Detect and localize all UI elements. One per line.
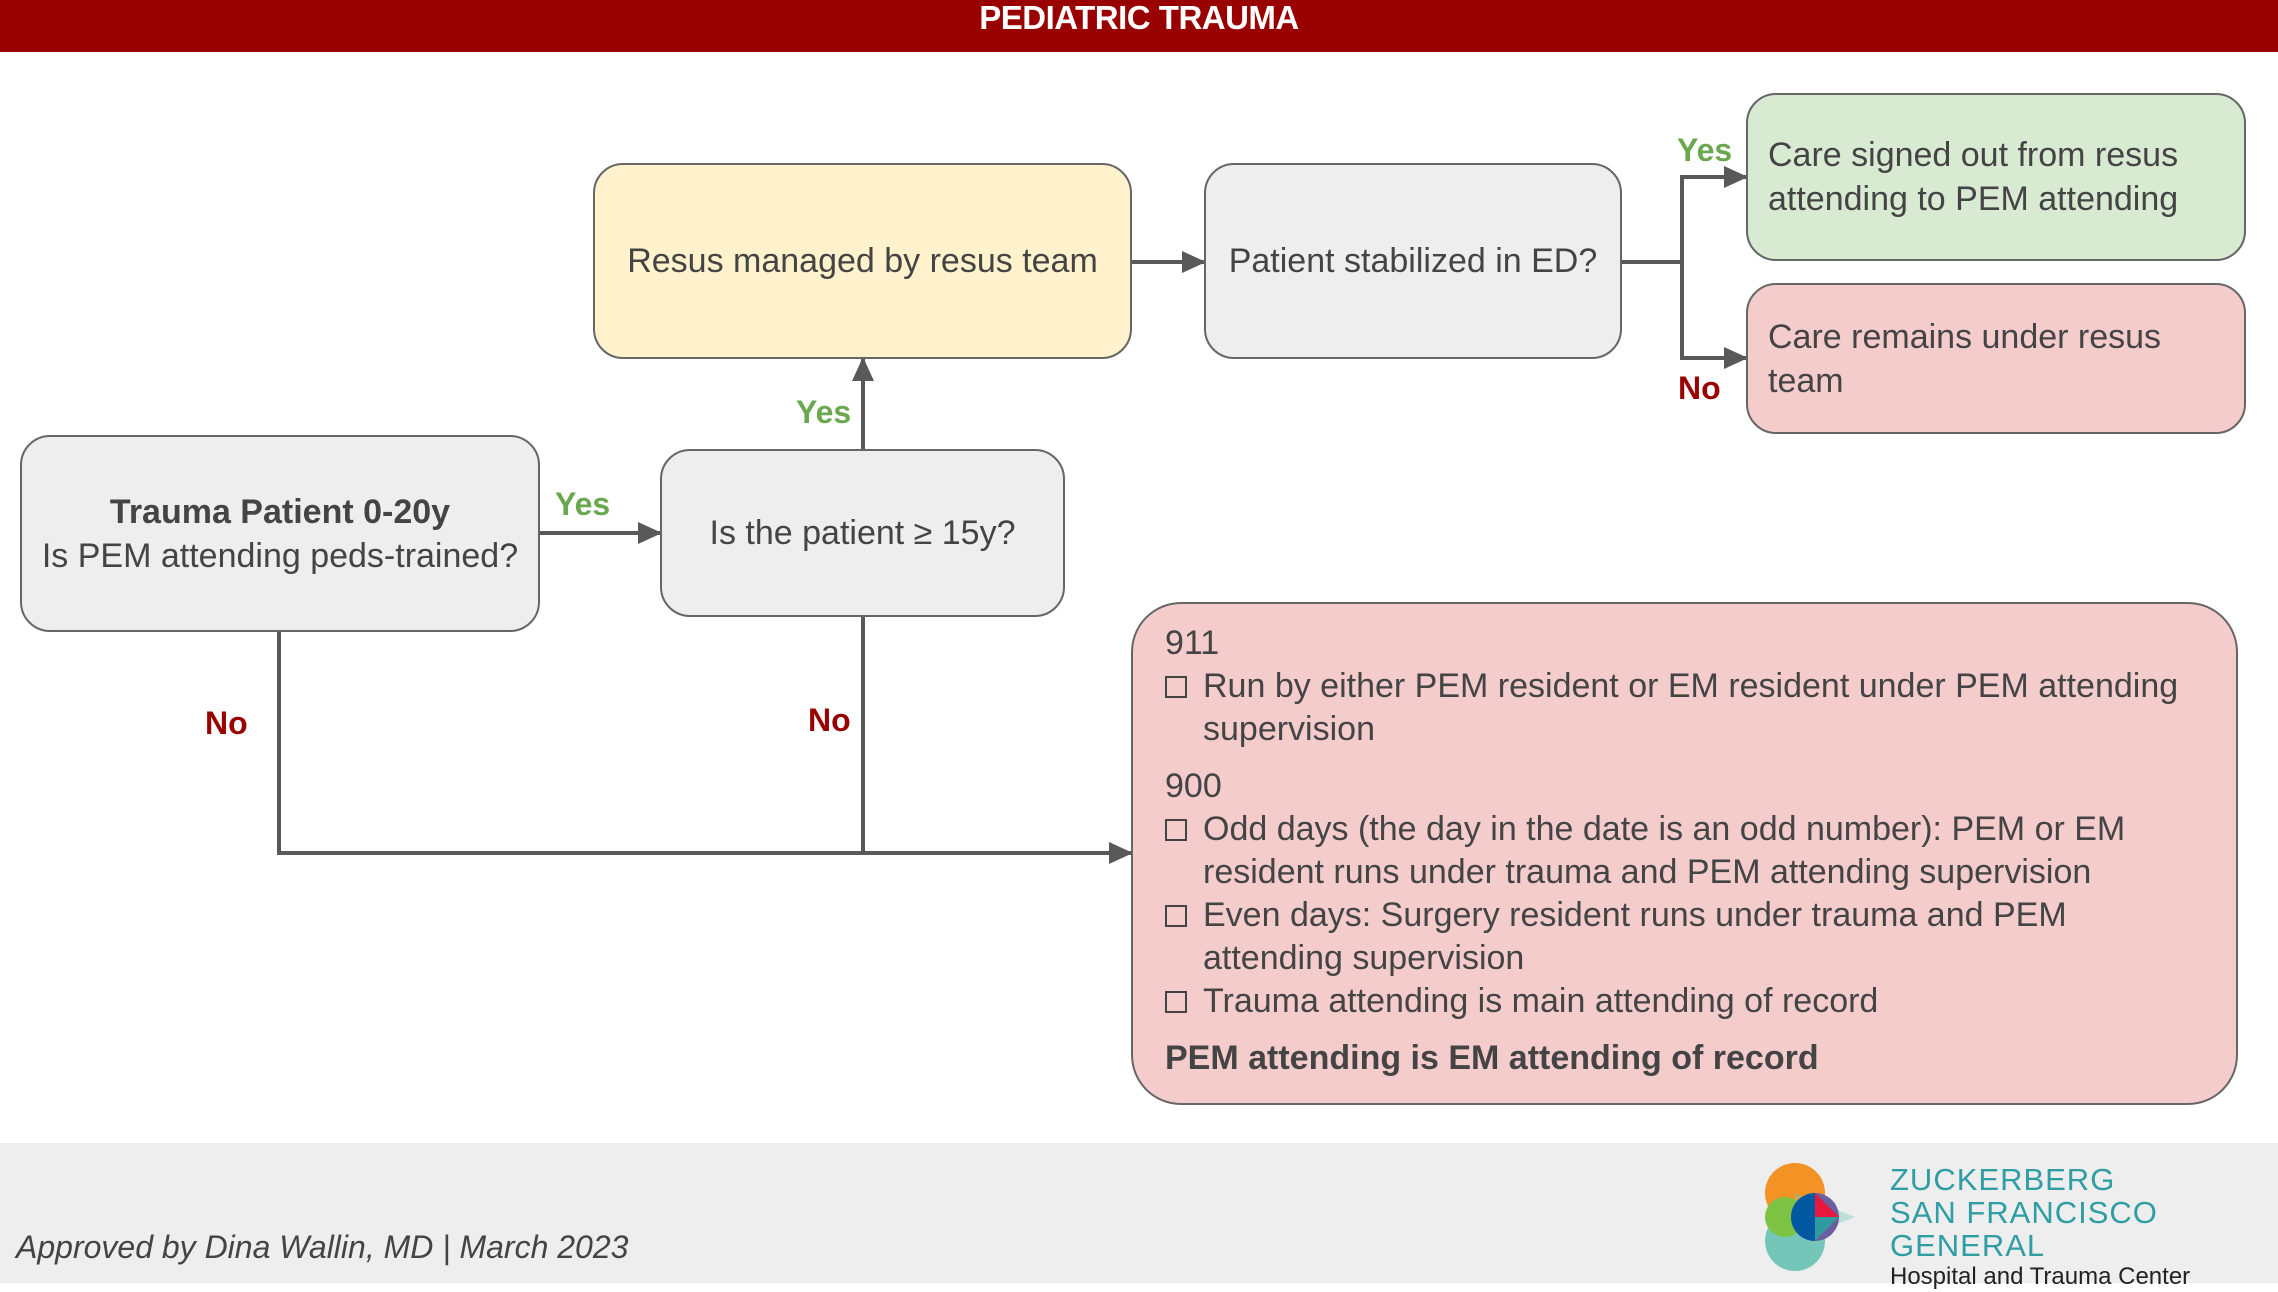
footer: Approved by Dina Wallin, MD | March 2023… [0, 1143, 2278, 1290]
label-stab-yes: Yes [1677, 132, 1733, 168]
detail-item-text: Odd days (the day in the date is an odd … [1203, 810, 2126, 891]
label-start-yes: Yes [555, 486, 611, 522]
detail-item: Run by either PEM resident or EM residen… [1165, 665, 2206, 751]
detail-section-900-title: 900 [1165, 767, 1222, 805]
detail-section-911-title: 911 [1165, 624, 1220, 662]
page-header: PEDIATRIC TRAUMA [0, 0, 2278, 52]
node-start: Trauma Patient 0-20y Is PEM attending pe… [20, 435, 540, 632]
page-title: PEDIATRIC TRAUMA [979, 0, 1299, 36]
checkbox-icon [1165, 991, 1187, 1013]
node-remains-text: Care remains under resus team [1768, 317, 2162, 400]
label-stab-no: No [1678, 370, 1721, 406]
edge-start-no [277, 632, 1133, 864]
logo-line-3: Hospital and Trauma Center [1890, 1263, 2191, 1290]
node-resus: Resus managed by resus team [593, 163, 1132, 359]
label-age-yes: Yes [796, 394, 852, 430]
node-stabilized: Patient stabilized in ED? [1204, 163, 1622, 359]
node-detail: 911 Run by either PEM resident or EM res… [1131, 602, 2238, 1105]
node-stabilized-text: Patient stabilized in ED? [1228, 242, 1598, 280]
checkbox-icon [1165, 905, 1187, 927]
node-resus-text: Resus managed by resus team [627, 242, 1098, 280]
checkbox-icon [1165, 819, 1187, 841]
node-remains: Care remains under resus team [1746, 283, 2246, 434]
edge-stab-yes [1680, 166, 1748, 262]
node-start-question: Is PEM attending peds-trained? [41, 536, 519, 575]
label-start-no: No [205, 705, 248, 741]
detail-item: Odd days (the day in the date is an odd … [1165, 808, 2206, 894]
detail-item: Trauma attending is main attending of re… [1165, 980, 2206, 1023]
logo-text: ZUCKERBERG SAN FRANCISCO GENERAL Hospita… [1890, 1163, 2278, 1292]
hospital-logo-icon [1765, 1163, 1855, 1271]
detail-item-text: Trauma attending is main attending of re… [1203, 982, 1879, 1020]
detail-footer-note: PEM attending is EM attending of record [1165, 1039, 1819, 1077]
node-signed-out-text: Care signed out from resus attending to … [1768, 136, 2179, 218]
label-age-no: No [808, 702, 851, 738]
checkbox-icon [1165, 676, 1187, 698]
detail-item-text: Even days: Surgery resident runs under t… [1203, 896, 2067, 977]
approval-text: Approved by Dina Wallin, MD | March 2023 [16, 1229, 629, 1265]
node-age-check: Is the patient ≥ 15y? [660, 449, 1065, 617]
node-start-title: Trauma Patient 0-20y [109, 492, 451, 531]
detail-item-text: Run by either PEM resident or EM residen… [1203, 667, 2179, 748]
node-signed-out: Care signed out from resus attending to … [1746, 93, 2246, 261]
detail-item: Even days: Surgery resident runs under t… [1165, 894, 2206, 980]
edge-stab-no [1680, 262, 1748, 369]
logo-line-2: SAN FRANCISCO GENERAL [1890, 1195, 2158, 1263]
node-age-check-text: Is the patient ≥ 15y? [709, 514, 1016, 552]
logo-line-1: ZUCKERBERG [1890, 1162, 2116, 1197]
